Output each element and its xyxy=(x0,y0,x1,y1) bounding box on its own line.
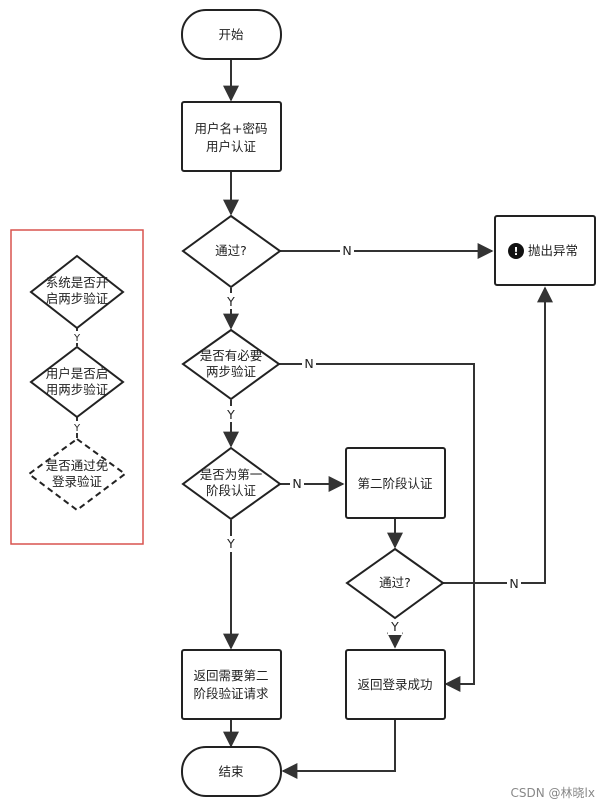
edge-label-need-no: N xyxy=(304,356,313,371)
edge-label-bg xyxy=(224,536,238,552)
need-label-line2: 两步验证 xyxy=(206,364,257,379)
edge-label-pass1-no: N xyxy=(342,243,351,258)
auth-node xyxy=(181,101,282,172)
need-label-line1: 是否有必要 xyxy=(200,348,263,363)
edge-label-first-no: N xyxy=(292,476,301,491)
return-need-label-line2: 阶段验证请求 xyxy=(193,686,269,701)
edge-label-bg xyxy=(340,242,354,258)
edge-label-pass2-yes: Y xyxy=(390,619,399,634)
side-label-bg xyxy=(72,331,82,343)
exception-node xyxy=(494,215,596,286)
side-d2-line2: 用两步验证 xyxy=(46,382,109,397)
edge-label-bg xyxy=(302,356,316,372)
start-node xyxy=(181,9,282,60)
edge-pass2-no xyxy=(443,286,553,584)
side-d3-line2: 登录验证 xyxy=(52,474,103,489)
edge-label-bg xyxy=(507,576,521,592)
stage2-node xyxy=(345,447,446,519)
stage2-label: 第二阶段认证 xyxy=(357,476,433,491)
side-d2-line1: 用户是否启 xyxy=(46,366,109,381)
side-y1: Y xyxy=(73,333,81,344)
return-success-node xyxy=(345,649,446,720)
edge-label-bg xyxy=(388,619,402,635)
edge-label-pass2-no: N xyxy=(509,576,518,591)
side-d3-line1: 是否通过免 xyxy=(46,458,109,473)
pass1-decision xyxy=(181,214,282,289)
return-need-node xyxy=(181,649,282,720)
edge-label-need-yes: Y xyxy=(226,407,235,422)
first-label-line2: 阶段认证 xyxy=(206,483,257,498)
edge-label-first-yes: Y xyxy=(226,536,235,551)
auth-label-line1: 用户名+密码 xyxy=(195,121,268,136)
return-success-label: 返回登录成功 xyxy=(357,677,432,692)
first-label-line1: 是否为第一 xyxy=(200,467,263,482)
watermark: CSDN @林晓lx xyxy=(511,786,595,800)
return-need-label-line1: 返回需要第二 xyxy=(193,668,268,683)
end-label: 结束 xyxy=(218,764,244,779)
edge-success-to-end xyxy=(281,719,396,779)
exclamation-icon-glyph: ! xyxy=(513,245,518,258)
pass1-label: 通过? xyxy=(215,243,247,258)
edge-need-no xyxy=(279,363,475,692)
end-node xyxy=(181,746,282,797)
side-decision-system-two-step xyxy=(29,254,125,330)
start-label: 开始 xyxy=(218,27,244,42)
edge-label-bg xyxy=(224,406,238,422)
first-stage-decision xyxy=(181,446,282,521)
side-decision-user-two-step xyxy=(29,345,125,419)
edge-labels: N Y N Y N Y N Y xyxy=(224,242,521,635)
edge-label-pass1-yes: Y xyxy=(226,294,235,309)
side-d1-line1: 系统是否开 xyxy=(46,275,109,290)
side-y2: Y xyxy=(73,423,81,434)
side-label-bg xyxy=(72,421,82,433)
side-panel: 系统是否开 启两步验证 Y 用户是否启 用两步验证 Y 是否通过免 登录验证 xyxy=(10,229,144,545)
side-decision-passwordless xyxy=(27,437,127,512)
edge-label-bg xyxy=(290,476,304,492)
side-panel-border xyxy=(10,229,144,545)
edge-label-bg xyxy=(224,293,238,309)
exclamation-icon xyxy=(508,243,524,259)
pass2-label: 通过? xyxy=(379,575,411,590)
pass2-decision xyxy=(345,547,445,620)
auth-label-line2: 用户认证 xyxy=(206,139,257,154)
side-d1-line2: 启两步验证 xyxy=(46,291,109,306)
need-two-step-decision xyxy=(181,328,281,401)
exception-label: 抛出异常 xyxy=(528,243,578,258)
